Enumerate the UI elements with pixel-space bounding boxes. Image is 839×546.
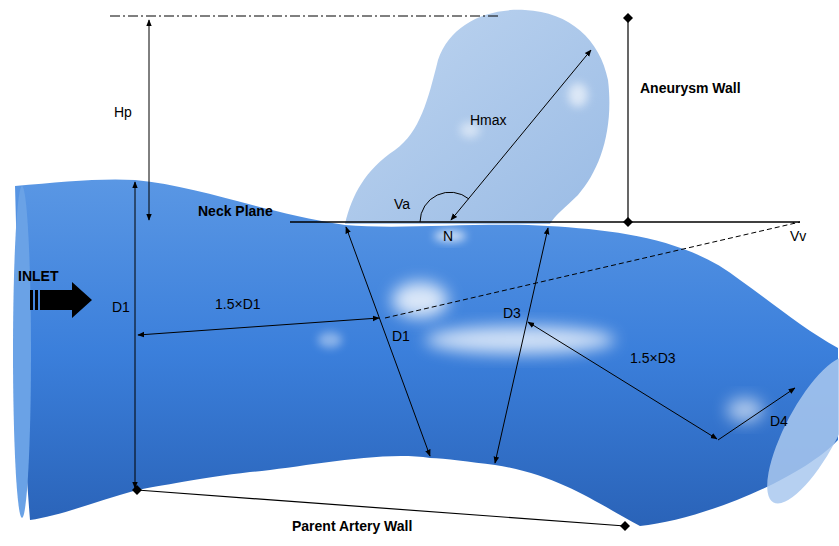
inlet-label: INLET (18, 268, 58, 284)
angle-label: Va (394, 196, 410, 212)
dimension-label: D3 (503, 305, 521, 321)
dimension-label: D1 (392, 328, 410, 344)
dimension-label: 1.5×D3 (630, 350, 676, 366)
plane-name: Neck Plane (198, 203, 273, 219)
angle-label: Vv (790, 228, 806, 244)
dimension-label: Hmax (470, 112, 507, 128)
dimension-label: Hp (114, 104, 132, 120)
dimension-label: 1.5×D1 (215, 296, 261, 312)
part-name: Aneurysm Wall (640, 80, 741, 96)
dimension-label: D1 (112, 299, 130, 315)
part-name: Parent Artery Wall (290, 518, 414, 534)
point-label: N (443, 228, 453, 244)
dimension-label: D4 (770, 413, 788, 429)
